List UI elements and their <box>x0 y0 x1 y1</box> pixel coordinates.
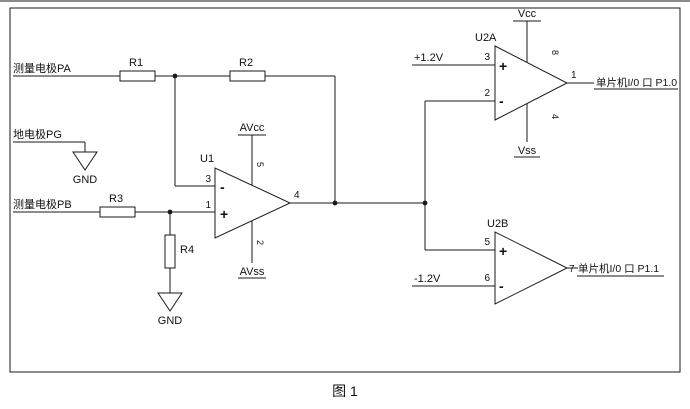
resistor-r4-body <box>164 234 176 269</box>
u1-avcc-label: AVcc <box>240 122 265 134</box>
ground-symbol <box>157 292 183 312</box>
u2b-noninverting-sign: + <box>499 243 507 259</box>
output-p10-label: 单片机I/0 口 P1.0 <box>596 76 677 89</box>
u2b-pin-6: 6 <box>484 273 490 284</box>
label-electrode-pb: 测量电极PB <box>13 197 72 211</box>
u1-pin-4: 4 <box>294 190 300 201</box>
net-pa: 测量电极PA R1 R2 <box>13 57 336 203</box>
ref-neg-label: -1.2V <box>414 273 441 285</box>
u2b-inverting-sign: - <box>499 278 504 294</box>
opamp-u2b-body <box>494 231 569 305</box>
u2a-inverting-sign: - <box>499 93 504 109</box>
u1-pin-1: 1 <box>205 200 211 211</box>
opamp-u1-refdes: U1 <box>200 153 214 165</box>
u1-inverting-sign: - <box>220 179 225 195</box>
figure-caption: 图 1 <box>332 383 358 399</box>
output-p11-label: 单片机I/0 口 P1.1 <box>578 262 659 275</box>
u2a-pin-vss: 4 <box>550 114 560 119</box>
resistor-r4-label: R4 <box>180 244 194 256</box>
opamp-u2b: U2B 5 + -1.2V 6 - 7 单片机I/0 口 P1.1 <box>412 218 664 305</box>
opamp-u1: U1 3 1 - + 4 AVcc 5 AVss 2 <box>200 122 300 279</box>
label-electrode-pa: 测量电极PA <box>13 61 72 75</box>
u1-pin-3: 3 <box>205 174 211 185</box>
opamp-u2a-refdes: U2A <box>475 32 497 44</box>
u2a-pin-3: 3 <box>484 52 490 63</box>
u1-pin-vcc: 5 <box>255 162 265 167</box>
u2b-pin-7: 7 <box>569 264 575 275</box>
opamp-u2b-refdes: U2B <box>487 218 508 230</box>
label-electrode-pg: 地电极PG <box>13 127 62 141</box>
u2a-vcc-label: Vcc <box>518 8 537 20</box>
u2b-pin-5: 5 <box>484 237 490 248</box>
resistor-r1-body <box>119 70 156 82</box>
u2a-pin-1: 1 <box>571 70 577 81</box>
resistor-r3-body <box>99 206 136 218</box>
resistor-r2-body <box>229 70 266 82</box>
opamp-u2a: U2A Vcc 8 +1.2V 3 + 2 - 1 单片机I/0 口 P1.0 … <box>412 8 678 158</box>
u2a-pin-vcc: 8 <box>550 50 560 55</box>
u2a-noninverting-sign: + <box>499 58 507 74</box>
u2a-pin-2: 2 <box>484 88 490 99</box>
resistor-r1-label: R1 <box>129 57 143 69</box>
net-u1-output <box>290 101 428 250</box>
resistor-r2-label: R2 <box>239 57 253 69</box>
u1-noninverting-sign: + <box>220 206 228 222</box>
u1-pin-vss: 2 <box>255 240 265 245</box>
schematic-border <box>9 7 681 373</box>
opamp-u1-body <box>214 167 292 239</box>
ref-pos-label: +1.2V <box>414 52 444 64</box>
u1-avss-label: AVss <box>240 266 265 278</box>
resistor-r3-label: R3 <box>109 193 123 205</box>
ground-label: GND <box>158 315 183 327</box>
opamp-u2a-body <box>494 45 569 121</box>
junction-dot <box>332 200 338 206</box>
ground-symbol <box>72 151 98 171</box>
net-pg: 地电极PG GND <box>13 127 98 186</box>
net-pb: 测量电极PB R3 R4 GND <box>13 193 215 327</box>
ground-label: GND <box>73 174 98 186</box>
u2a-vss-label: Vss <box>518 145 537 157</box>
